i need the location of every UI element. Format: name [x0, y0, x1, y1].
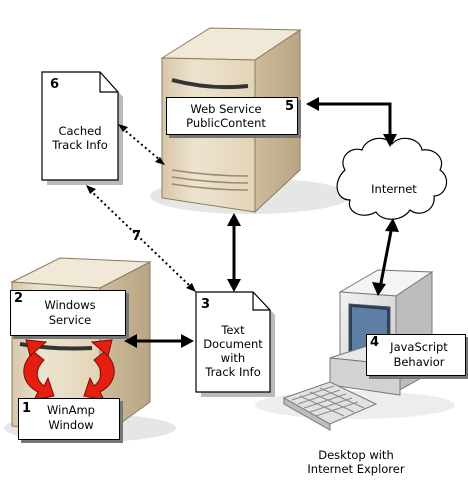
javascript-behavior-number: 4 [370, 335, 380, 350]
winamp-window-box [18, 398, 120, 440]
text-document-line3: with [220, 351, 246, 365]
cached-track-info-line1: Cached [58, 124, 102, 138]
winamp-window-line1: WinAmp [47, 403, 95, 417]
windows-service-number: 2 [14, 291, 24, 306]
desktop-label-line2: Internet Explorer [307, 462, 405, 476]
desktop-label-line1: Desktop with [318, 448, 394, 462]
dotted-arrows [86, 124, 196, 292]
solid-arrows [124, 97, 399, 348]
windows-service-line2: Service [48, 313, 92, 327]
web-service-line1: Web Service [190, 102, 262, 116]
web-service-box [166, 97, 298, 135]
javascript-behavior-box [366, 334, 466, 376]
javascript-behavior-line2: Behavior [393, 355, 445, 369]
text-document-number: 3 [201, 297, 211, 312]
text-document-line1: Text [221, 323, 245, 337]
winamp-window-line2: Window [48, 418, 94, 432]
windows-service-box [10, 290, 126, 336]
windows-service-line1: Windows [44, 298, 96, 312]
text-document-line4: Track Info [205, 365, 261, 379]
internet-label: Internet [371, 182, 417, 196]
winamp-window-number: 1 [22, 401, 32, 416]
internet-cloud [336, 137, 448, 220]
javascript-behavior-line1: JavaScript [390, 340, 448, 354]
text-document-line2: Document [203, 337, 263, 351]
web-service-line2: PublicContent [186, 116, 266, 130]
red-loop-arrows [23, 339, 115, 401]
cached-track-info-document [41, 71, 123, 185]
text-document [195, 291, 275, 397]
cached-track-info-number: 6 [50, 77, 60, 92]
web-service-number: 5 [285, 99, 295, 114]
dotted-link-number: 7 [132, 229, 142, 244]
cached-track-info-line2: Track Info [52, 138, 108, 152]
